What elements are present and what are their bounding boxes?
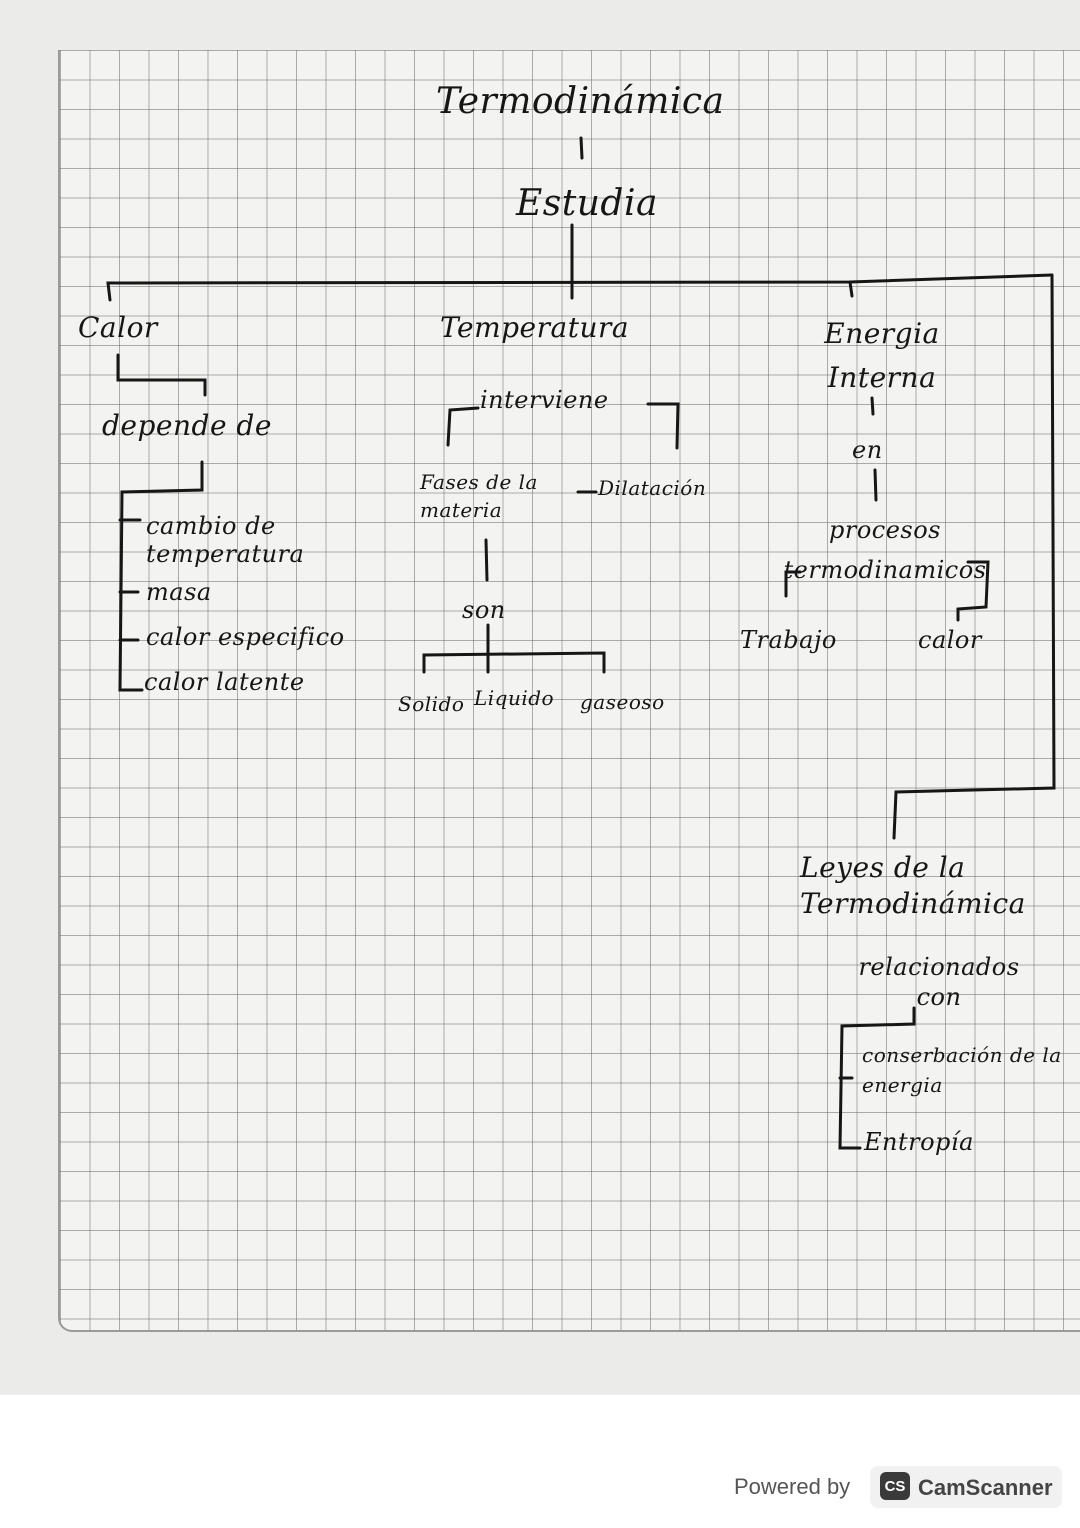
leyes-item-conservacion: conserbación de la energia (862, 1043, 1062, 1097)
calor-energia-node: calor (918, 626, 982, 654)
title-node: Termodinámica (436, 81, 725, 122)
calor-item-latente: calor latente (144, 668, 305, 696)
temperatura-node: Temperatura (440, 311, 630, 344)
state-gaseoso: gaseoso (580, 690, 665, 714)
leyes-node: Leyes de la Termodinámica (800, 851, 1026, 920)
procesos-node: procesos termodinamicos (783, 516, 987, 584)
calor-item-especifico: calor especifico (146, 623, 345, 651)
estudia-link: Estudia (516, 183, 658, 224)
camscanner-brand: CamScanner (918, 1475, 1053, 1500)
relacionados-link: relacionados con (858, 953, 1020, 1011)
frame-energia (848, 280, 854, 298)
connector-fases-son (484, 538, 489, 582)
connector-leyes (838, 1006, 916, 1150)
son-link: son (462, 596, 506, 624)
main-bar (106, 273, 1054, 302)
concept-map-lines (106, 136, 1056, 1150)
trabajo-node: Trabajo (740, 626, 837, 654)
en-link: en (852, 436, 883, 464)
connector-calor (116, 353, 207, 397)
energia-node: Energia Interna (824, 317, 940, 394)
leyes-item-entropia: Entropía (864, 1128, 974, 1156)
fases-node: Fases de la materia (420, 470, 538, 522)
depende-link: depende de (102, 409, 272, 442)
grid-paper (58, 50, 1080, 1332)
dilatacion-node: Dilatación (598, 476, 707, 500)
calor-item-masa: masa (146, 578, 212, 606)
camscanner-logo-icon: CS (880, 1472, 910, 1500)
calor-node: Calor (78, 311, 158, 344)
notebook-photo: Termodinámica Estudia Calor depende de c… (0, 0, 1080, 1395)
state-liquido: Liquido (474, 686, 555, 710)
connector-energia (870, 396, 875, 416)
state-solido: Solido (398, 692, 465, 716)
bracket-interviene (446, 406, 480, 447)
connector-title-estudia (579, 136, 584, 160)
connector-depende (118, 460, 204, 692)
powered-by-text: Powered by (734, 1474, 851, 1499)
bracket-procesos (784, 570, 802, 598)
interviene-link: interviene (480, 386, 609, 414)
frame-right (892, 273, 1056, 840)
calor-item-cambio: cambio de temperatura (146, 512, 305, 568)
